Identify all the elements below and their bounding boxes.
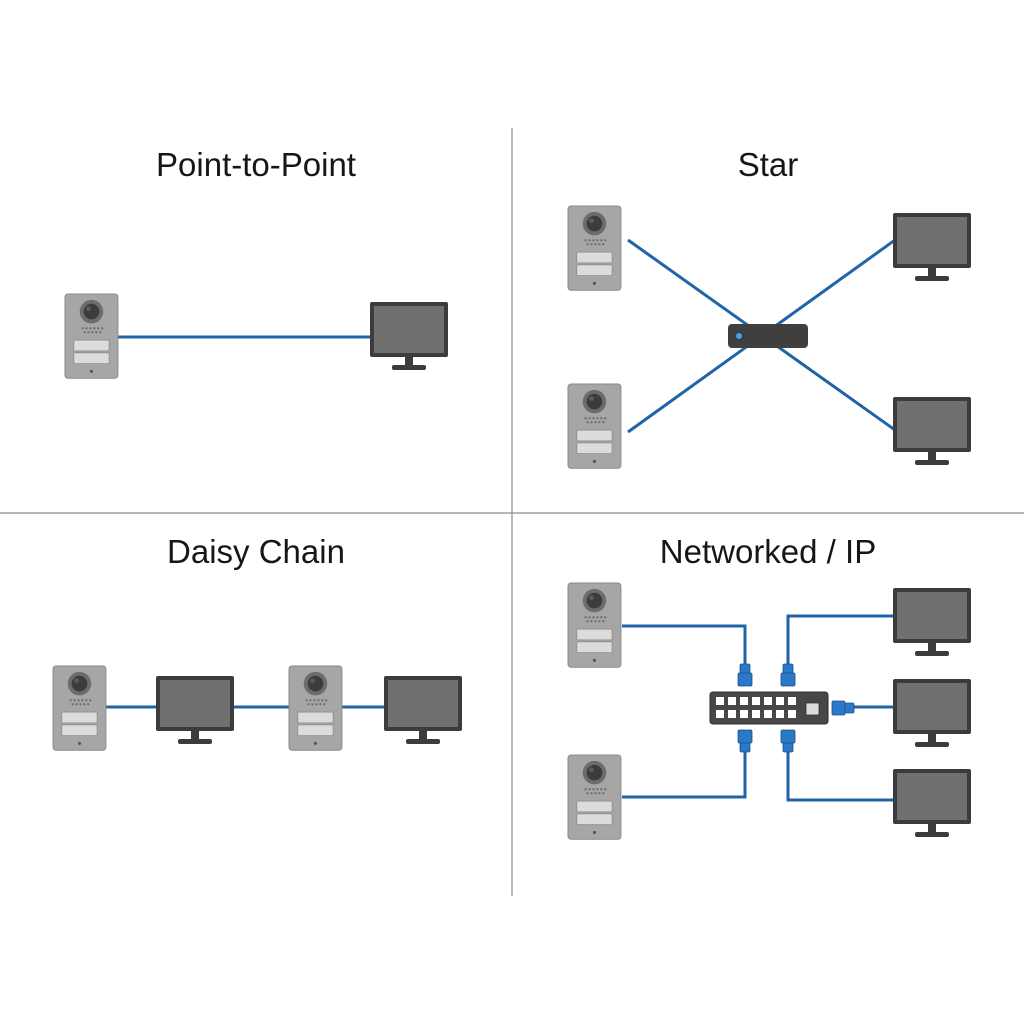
door-intercom-panel-icon xyxy=(567,205,622,291)
cable xyxy=(622,624,747,670)
rj45-connector-icon xyxy=(737,729,753,753)
title-daisy-chain: Daisy Chain xyxy=(167,533,345,570)
door-intercom-panel-icon xyxy=(288,665,343,751)
monitor-icon xyxy=(893,213,971,281)
cable xyxy=(786,614,895,670)
rj45-connector-icon xyxy=(737,663,753,687)
rj45-connector-icon xyxy=(780,729,796,753)
quadrant-point-to-point xyxy=(64,293,448,379)
door-intercom-panel-icon xyxy=(567,754,622,840)
door-intercom-panel-icon xyxy=(52,665,107,751)
cable xyxy=(622,742,747,799)
monitor-icon xyxy=(893,679,971,747)
monitor-icon xyxy=(893,588,971,656)
cable xyxy=(786,742,895,802)
monitor-icon xyxy=(893,769,971,837)
monitor-icon xyxy=(893,397,971,465)
title-networked-ip: Networked / IP xyxy=(660,533,876,570)
door-intercom-panel-icon xyxy=(567,383,622,469)
quadrant-star xyxy=(567,205,971,469)
network-switch-icon xyxy=(709,691,829,725)
hub-icon xyxy=(728,324,808,348)
rj45-connector-icon xyxy=(831,700,855,716)
door-intercom-panel-icon xyxy=(567,582,622,668)
monitor-icon xyxy=(370,302,448,370)
title-point-to-point: Point-to-Point xyxy=(156,146,356,183)
monitor-icon xyxy=(384,676,462,744)
monitor-icon xyxy=(156,676,234,744)
door-intercom-panel-icon xyxy=(64,293,119,379)
quadrant-daisy-chain xyxy=(52,665,462,751)
quadrant-networked-ip xyxy=(567,582,971,840)
rj45-connector-icon xyxy=(780,663,796,687)
title-star: Star xyxy=(738,146,799,183)
